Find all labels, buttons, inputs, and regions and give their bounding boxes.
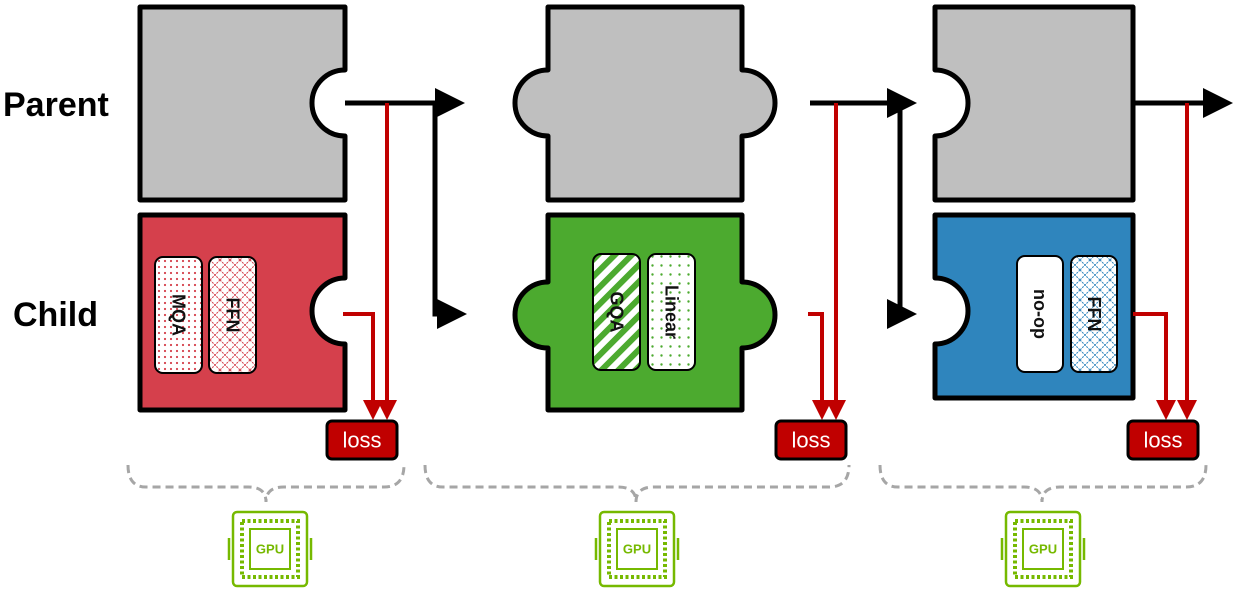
loss-arrow-child-3: [1133, 312, 1176, 420]
ffn-label-1: FFN: [223, 298, 243, 333]
noop-block: [1016, 255, 1064, 373]
parent-piece-1: [137, 4, 348, 203]
flow-arrow-down-to-child-3: [887, 103, 917, 329]
linear-block: [647, 253, 696, 371]
mqa-block: [154, 256, 203, 374]
brace-stage-2: [423, 464, 851, 503]
gpu-label-1: GPU: [256, 542, 284, 557]
gqa-label: GQA: [607, 291, 627, 332]
noop-label: no-op: [1030, 289, 1050, 339]
parent-piece-3: [932, 4, 1136, 203]
loss-box-1: [325, 419, 399, 461]
loss-box-3: [1126, 419, 1200, 461]
parent-row-label: Parent: [3, 86, 109, 124]
gqa-block: [592, 253, 641, 371]
parent-piece-2: [512, 4, 778, 203]
loss-box-2: [774, 419, 848, 461]
child-piece-2: [512, 212, 778, 413]
loss-arrow-child-2: [808, 312, 832, 420]
mqa-label: MQA: [169, 294, 189, 336]
linear-label: Linear: [662, 285, 682, 339]
loss-label-2: loss: [791, 428, 830, 453]
gpu-icon-2: GPU: [594, 510, 680, 588]
loss-arrow-child-1: [343, 312, 383, 420]
flow-arrow-down-to-child-2: [432, 103, 467, 329]
gpu-label-3: GPU: [1029, 542, 1057, 557]
gpu-label-2: GPU: [623, 542, 651, 557]
child-row-label: Child: [13, 296, 98, 334]
brace-stage-3: [878, 464, 1208, 503]
brace-stage-1: [126, 464, 406, 503]
ffn-block-3: [1070, 255, 1118, 373]
loss-label-3: loss: [1143, 428, 1182, 453]
ffn-label-3: FFN: [1084, 297, 1104, 332]
loss-label-1: loss: [342, 428, 381, 453]
gpu-icon-1: GPU: [227, 510, 313, 588]
ffn-block-1: [208, 256, 257, 374]
gpu-icon-3: GPU: [1000, 510, 1086, 588]
